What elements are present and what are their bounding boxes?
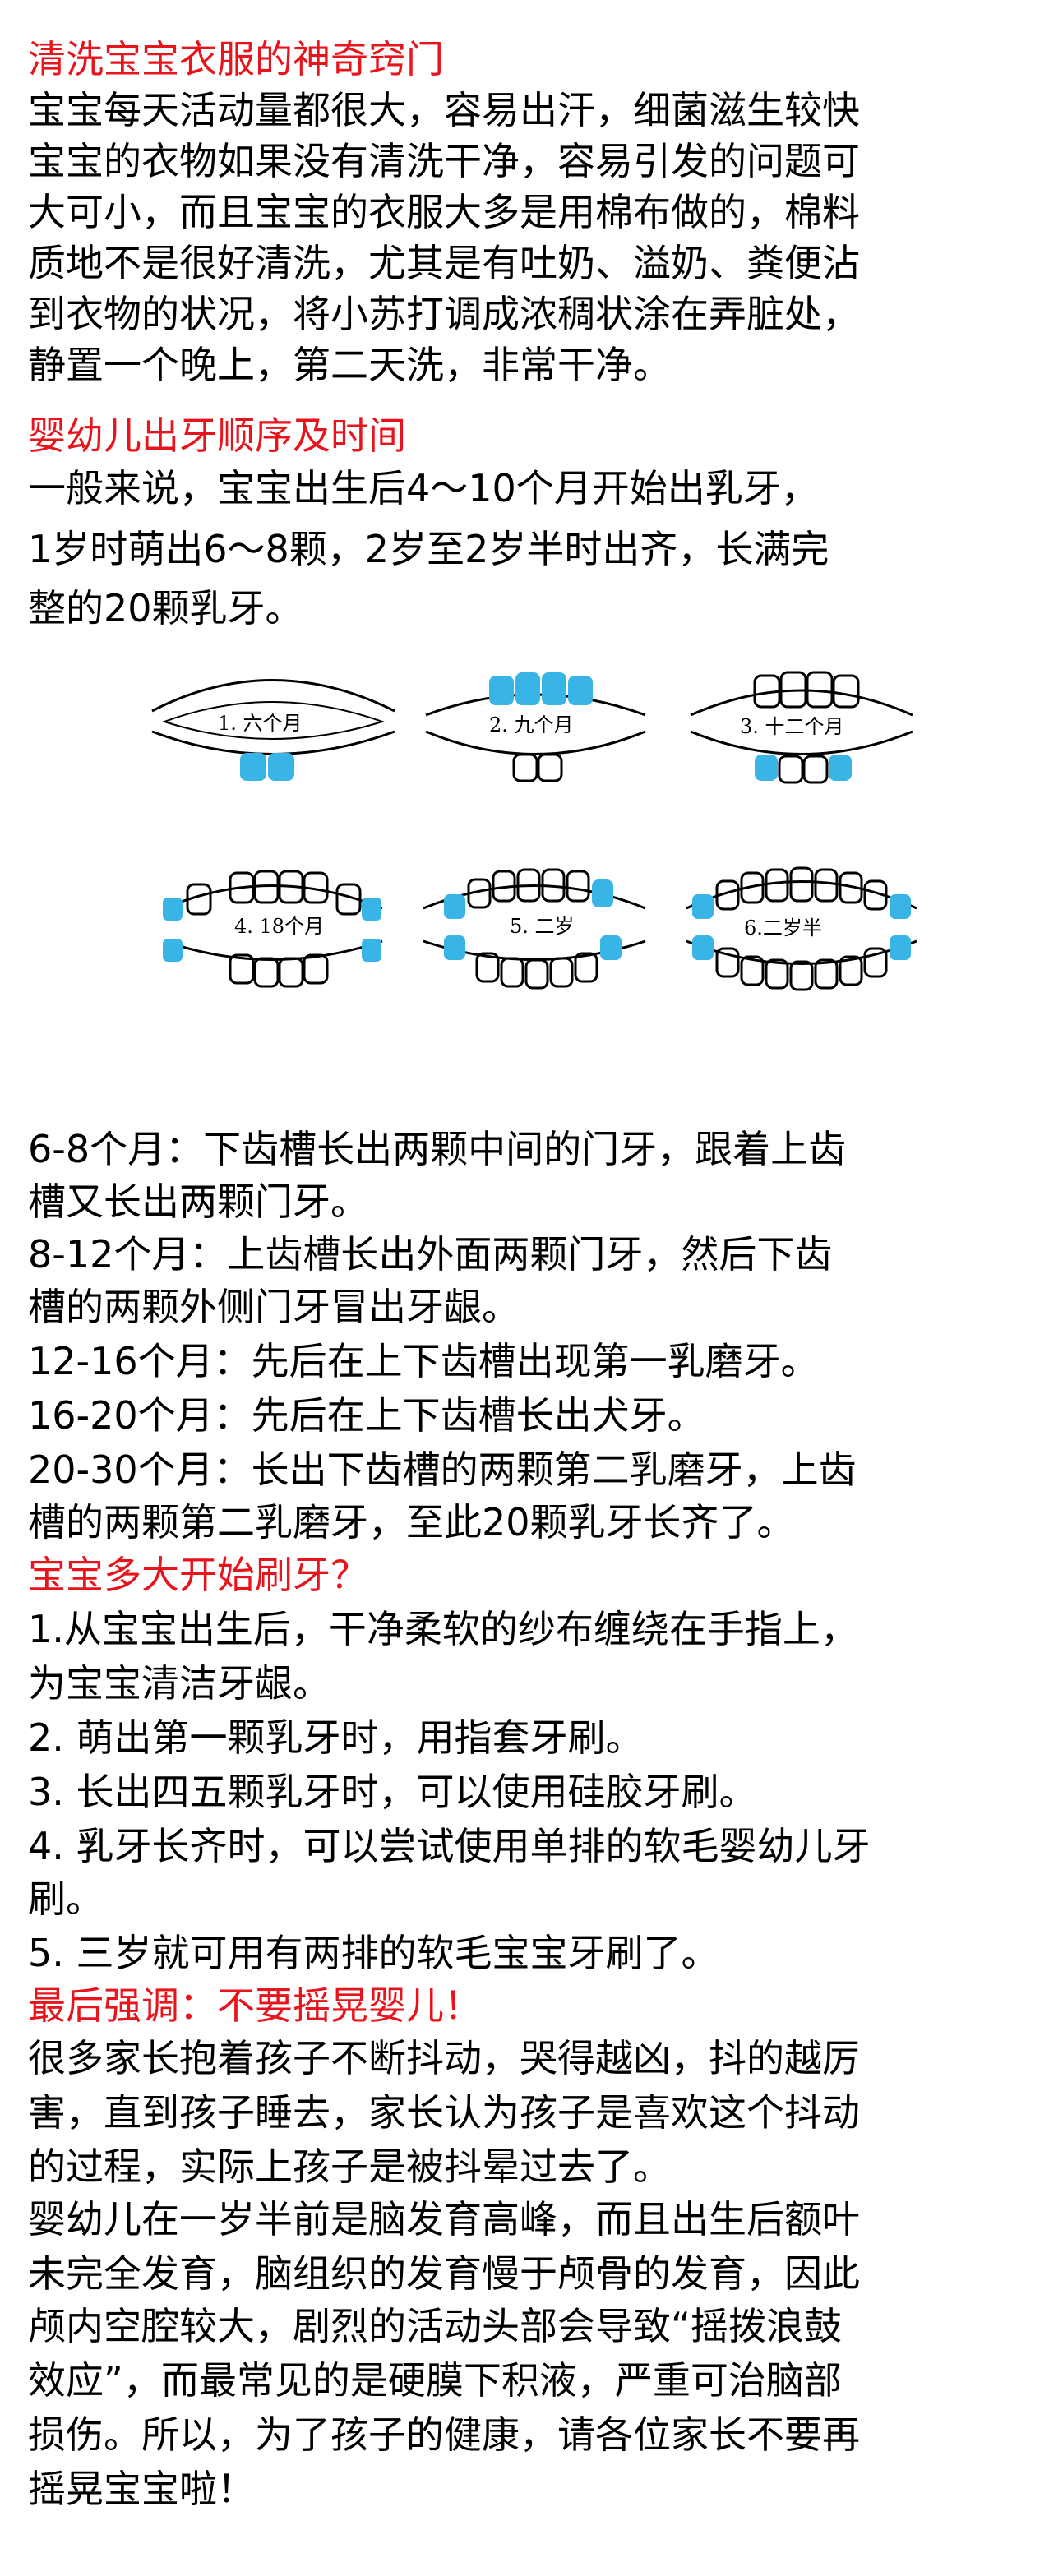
- timeline-line: 8-12个月：上齿槽长出外面两颗门牙，然后下齿: [28, 1232, 833, 1276]
- list-item: 4. 乳牙长齐时，可以尝试使用单排的软毛婴幼儿牙: [28, 1824, 871, 1868]
- list-item: 5. 三岁就可用有两排的软毛宝宝牙刷了。: [28, 1931, 719, 1975]
- timeline-line: 槽的两颗第二乳磨牙，至此20颗乳牙长齐了。: [28, 1500, 795, 1544]
- timeline-line: 16-20个月：先后在上下齿槽长出犬牙。: [28, 1393, 705, 1438]
- stage-label: 2. 九个月: [489, 713, 574, 736]
- stage-label: 5. 二岁: [510, 915, 575, 938]
- list-item: 2. 萌出第一颗乳牙时，用指套牙刷。: [28, 1715, 644, 1760]
- timeline-line: 槽又长出两颗门牙。: [28, 1180, 368, 1224]
- paragraph-line: 静置一个晚上，第二天洗，非常干净。: [28, 343, 671, 387]
- paragraph-line: 很多家长抱着孩子不断抖动，哭得越凶，抖的越厉: [28, 2036, 860, 2080]
- timeline-line: 槽的两颗外侧门牙冒出牙龈。: [28, 1285, 520, 1329]
- paragraph-line: 婴幼儿在一岁半前是脑发育高峰，而且出生后额叶: [28, 2197, 860, 2241]
- stage-5-mouth: 5. 二岁: [423, 868, 646, 990]
- paragraph-line: 到衣物的状况，将小苏打调成浓稠状涂在弄脏处，: [28, 292, 860, 336]
- timeline-line: 6-8个月：下齿槽长出两颗中间的门牙，跟着上齿: [28, 1127, 847, 1171]
- stage-6-mouth: 6.二岁半: [686, 866, 917, 991]
- timeline-line: 20-30个月：长出下齿槽的两颗第二乳磨牙，上齿: [28, 1447, 857, 1492]
- stage-label: 6.二岁半: [744, 916, 822, 939]
- paragraph-line: 害，直到孩子睡去，家长认为孩子是喜欢这个抖动: [28, 2090, 860, 2135]
- paragraph-line: 损伤。所以，为了孩子的健康，请各位家长不要再: [28, 2412, 860, 2457]
- paragraph-line: 整的20颗乳牙。: [28, 586, 303, 630]
- stage-label: 1. 六个月: [218, 712, 303, 735]
- paragraph-line: 质地不是很好清洗，尤其是有吐奶、溢奶、粪便沾: [28, 241, 860, 285]
- list-item: 刷。: [28, 1877, 104, 1921]
- stage-3-mouth: 3. 十二个月: [690, 671, 913, 784]
- stage-label: 4. 18个月: [234, 915, 324, 938]
- list-item: 3. 长出四五颗乳牙时，可以使用硅胶牙刷。: [28, 1770, 757, 1814]
- list-item: 1.从宝宝出生后，干净柔软的纱布缠绕在手指上，: [28, 1607, 858, 1651]
- stage-label: 3. 十二个月: [740, 715, 844, 738]
- section-heading-brushing: 宝宝多大开始刷牙？: [28, 1553, 368, 1597]
- paragraph-line: 摇晃宝宝啦！: [28, 2467, 255, 2511]
- stage-2-mouth: 2. 九个月: [425, 672, 646, 782]
- section-heading-clothes: 清洗宝宝衣服的神奇窍门: [28, 37, 444, 81]
- stage-4-mouth: 4. 18个月: [163, 870, 383, 988]
- paragraph-line: 宝宝每天活动量都很大，容易出汗，细菌滋生较快: [28, 88, 860, 132]
- list-item: 为宝宝清洁牙龈。: [28, 1661, 330, 1706]
- paragraph-line: 宝宝的衣物如果没有清洗干净，容易引发的问题可: [28, 139, 860, 183]
- teething-diagram: 1. 六个月 2. 九个月 3. 十二个月: [151, 671, 917, 991]
- timeline-line: 12-16个月：先后在上下齿槽出现第一乳磨牙。: [28, 1339, 819, 1383]
- paragraph-line: 1岁时萌出6～8颗，2岁至2岁半时出齐，长满完: [28, 527, 829, 571]
- section-heading-warning: 最后强调：不要摇晃婴儿！: [28, 1983, 482, 2028]
- paragraph-line: 颅内空腔较大，剧烈的活动头部会导致“摇拨浪鼓: [28, 2304, 842, 2348]
- paragraph-line: 的过程，实际上孩子是被抖晕过去了。: [28, 2144, 671, 2189]
- paragraph-line: 效应”，而最常见的是硬膜下积液，严重可治脑部: [28, 2358, 842, 2403]
- section-heading-teething: 婴幼儿出牙顺序及时间: [28, 413, 406, 458]
- paragraph-line: 未完全发育，脑组织的发育慢于颅骨的发育，因此: [28, 2251, 860, 2296]
- paragraph-line: 大可小，而且宝宝的衣服大多是用棉布做的，棉料: [28, 190, 860, 234]
- paragraph-line: 一般来说，宝宝出生后4～10个月开始出乳牙，: [28, 466, 819, 510]
- stage-1-mouth: 1. 六个月: [151, 679, 395, 781]
